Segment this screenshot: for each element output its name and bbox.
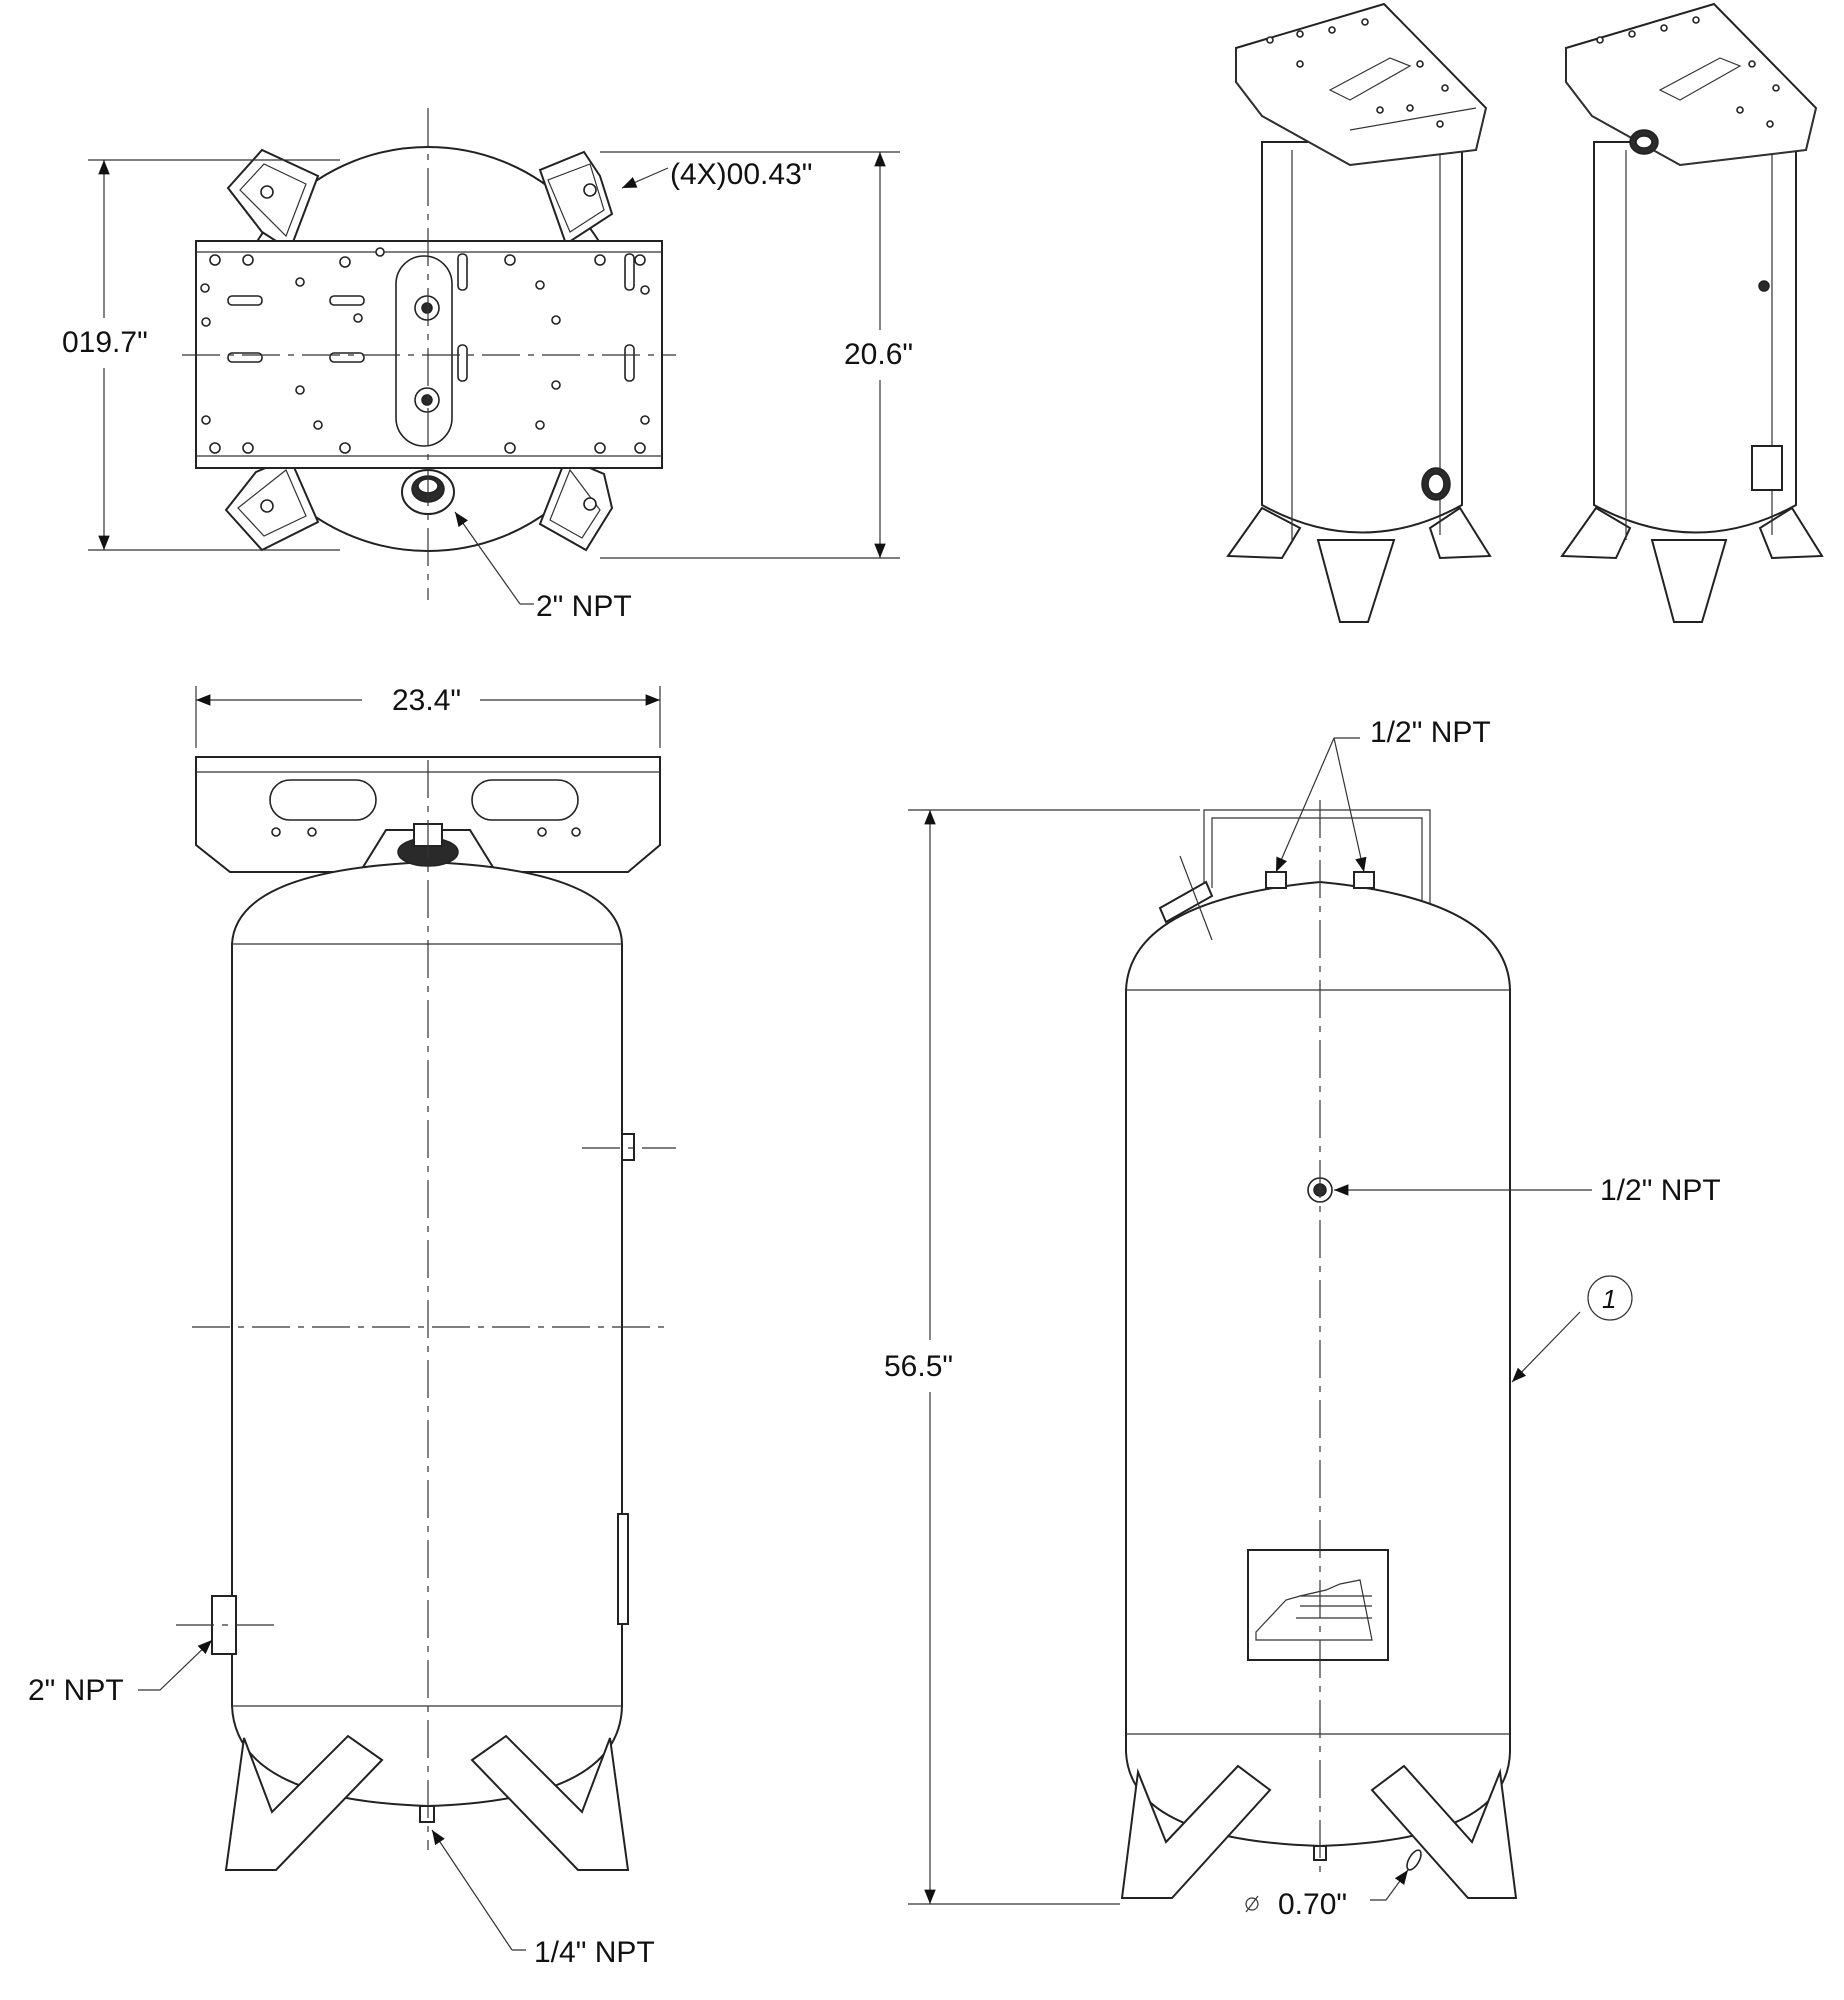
diameter-dimension-label: 019.7" <box>62 326 148 359</box>
height-dimension-label: 20.6" <box>844 338 913 371</box>
center-slot <box>395 255 453 447</box>
top-view <box>88 108 900 605</box>
front-view <box>138 686 676 1951</box>
isometric-view-2 <box>1560 2 1824 623</box>
foot-top-left <box>226 148 320 252</box>
front-leg-left <box>224 1734 384 1871</box>
top-ports-label: 1/2" NPT <box>1370 716 1491 749</box>
side-leg-left <box>1120 1764 1272 1899</box>
foot-bottom-right <box>538 456 614 552</box>
label-plate <box>1247 1549 1389 1661</box>
bracket-slot-left <box>269 779 377 821</box>
isometric-view-1 <box>1226 2 1492 623</box>
foot-bottom-left <box>224 456 320 552</box>
bracket-slot-right <box>471 779 579 821</box>
tank-body-side <box>1125 880 1511 1848</box>
port-2in-label-top: 2" NPT <box>536 590 632 623</box>
plate-holes <box>200 247 650 454</box>
front-leg-right <box>470 1734 630 1871</box>
width-dimension-label: 23.4" <box>392 684 461 717</box>
side-view <box>908 737 1633 1913</box>
balloon-1 <box>1587 1275 1633 1321</box>
tank-height-label: 56.5" <box>884 1350 953 1383</box>
side-leg-right <box>1370 1764 1518 1899</box>
side-port-label: 2" NPT <box>28 1674 124 1707</box>
balloon-number: 1 <box>1602 1284 1616 1314</box>
foot-top-right <box>538 150 614 246</box>
drain-port-label: 1/4" NPT <box>534 1936 655 1969</box>
hole-diameter-label: 0.70" <box>1278 1888 1347 1921</box>
mid-port-label: 1/2" NPT <box>1600 1174 1721 1207</box>
iso-label-plate <box>1751 445 1783 491</box>
tank-body-front <box>231 860 623 1808</box>
hole-callout-label: (4X)00.43" <box>670 158 812 191</box>
leg-hole <box>1406 1849 1422 1871</box>
